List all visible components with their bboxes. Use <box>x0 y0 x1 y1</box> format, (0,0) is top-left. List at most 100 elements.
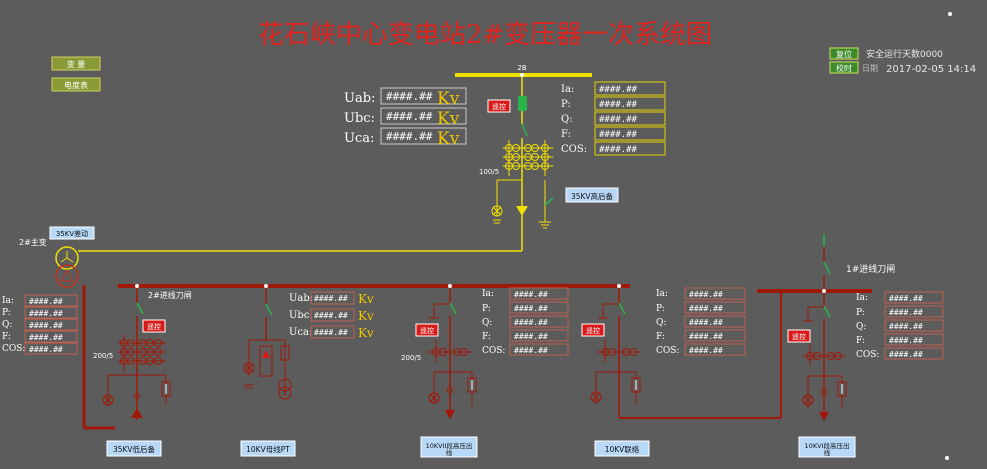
remote-control-button-vi[interactable]: 遥控 <box>787 329 811 343</box>
label-35kv-high-backup[interactable]: 35KV高后备 <box>565 187 619 203</box>
arrester-arrow-icon <box>131 408 143 418</box>
svg-text:F:: F: <box>561 129 571 140</box>
svg-text:Q:: Q: <box>856 322 866 332</box>
svg-text:10KV母线PT: 10KV母线PT <box>246 444 290 454</box>
svg-text:####.##: ####.## <box>889 308 923 317</box>
svg-text:Ia:: Ia: <box>656 289 668 299</box>
main-transformer-name: 2#主变 <box>19 237 47 247</box>
ct-cluster-vi <box>802 344 846 366</box>
label-35kv-differential[interactable]: 35KV差动 <box>49 226 95 240</box>
svg-text:####.##: ####.## <box>314 328 348 337</box>
breaker-2b[interactable] <box>518 96 527 111</box>
disconnect-pt[interactable] <box>265 303 273 316</box>
ubc-unit: Kv <box>437 109 460 129</box>
remote-control-button-low[interactable]: 遥控 <box>142 319 166 333</box>
knife-switch-1-label: 1#进线刀闸 <box>846 263 895 275</box>
svg-text:遥控: 遥控 <box>586 326 600 335</box>
bay-35kv-low-backup: 2#进线刀闸 200/5 遥控 35KV低后备 <box>93 284 192 457</box>
label-10kv-ii-feeder[interactable]: 10KVII段高压出 线 <box>420 436 478 458</box>
ct-ratio-low: 200/5 <box>93 352 113 360</box>
knife-switch-2-label: 2#进线刀闸 <box>148 290 192 300</box>
svg-text:####.##: ####.## <box>889 322 923 331</box>
svg-text:####.##: ####.## <box>314 311 348 320</box>
svg-text:####.##: ####.## <box>599 115 638 125</box>
ubc-value: ####.## <box>386 110 433 123</box>
safe-days-value: 0000 <box>920 50 943 60</box>
energy-meter-button-label: 电度表 <box>64 80 88 90</box>
svg-text:F:: F: <box>482 332 491 342</box>
remote-control-button-2b[interactable]: 遥控 <box>487 99 511 113</box>
svg-text:####.##: ####.## <box>599 100 638 110</box>
ubc-label: Ubc: <box>344 111 375 126</box>
label-10kv-tie[interactable]: 10KV联络 <box>594 440 650 457</box>
reset-button[interactable]: 复位 <box>829 47 859 60</box>
label-35kv-low-backup[interactable]: 35KV低后备 <box>106 440 162 457</box>
svg-text:####.##: ####.## <box>514 318 548 327</box>
uca-box <box>380 127 467 145</box>
readings-main-left: Ia: ####.## P: ####.## Q: ####.## F: ###… <box>2 294 78 355</box>
disconnect-tie[interactable] <box>618 302 626 315</box>
svg-text:####.##: ####.## <box>29 345 63 354</box>
svg-text:遥控: 遥控 <box>147 322 161 331</box>
ground-switch-2b[interactable] <box>544 197 554 206</box>
svg-text:####.##: ####.## <box>514 346 548 355</box>
disconnect-2b[interactable] <box>521 123 528 137</box>
page-title: 花石峡中心变电站2#变压器一次系统图 <box>258 20 712 50</box>
disconnect-2-incoming[interactable] <box>136 302 144 315</box>
ct-cluster-2b <box>503 140 553 176</box>
bay-10kv-bus-pt: Uab: ####.## Kv Ubc: ####.## Kv Uca: ###… <box>240 284 374 457</box>
ct-cluster-vii <box>428 340 472 362</box>
label-10kv-ii-feeder-text: 10KVII段高压出 <box>426 441 473 450</box>
disconnect-vi[interactable] <box>823 305 831 318</box>
pt-transformer-icon <box>278 378 292 392</box>
label-10kv-ii-feeder-text2: 线 <box>446 448 453 457</box>
svg-text:Ia:: Ia: <box>856 293 868 303</box>
date-label: 日期 <box>862 64 878 73</box>
svg-text:####.##: ####.## <box>689 290 723 299</box>
remote-control-button-vii[interactable]: 遥控 <box>415 323 439 337</box>
outgoing-arrow-icon <box>445 410 455 419</box>
uca-value: ####.## <box>386 130 433 143</box>
svg-text:####.##: ####.## <box>689 332 723 341</box>
variable-button[interactable]: 变 量 <box>51 56 101 71</box>
uca-label: Uca: <box>344 131 374 146</box>
label-10kv-i-feeder[interactable]: 10KVI段高压出 线 <box>798 436 856 458</box>
svg-text:####.##: ####.## <box>29 309 63 318</box>
svg-text:####.##: ####.## <box>314 294 348 303</box>
transformer-winding-delta-icon <box>55 264 79 288</box>
bay-10kv-i-feeder: 1#进线刀闸 遥控 Ia: ####.## P: ####.## Q: <box>787 234 944 458</box>
readings-vi: Ia: ####.## P: ####.## Q: ####.## F: ###… <box>856 291 944 360</box>
svg-text:Q:: Q: <box>2 320 12 330</box>
bay-2b: 2B 100/5 遥控 35KV高后备 <box>455 64 666 246</box>
svg-text:####.##: ####.## <box>29 297 63 306</box>
svg-text:P:: P: <box>856 308 865 318</box>
bay-10kv-tie: 遥控 Ia: ####.## P: ####.## Q: ####.## F: … <box>581 284 782 457</box>
arrester-arrow-icon <box>516 206 528 216</box>
svg-text:遥控: 遥控 <box>792 332 806 341</box>
svg-text:COS:: COS: <box>856 350 879 360</box>
svg-text:P:: P: <box>2 308 11 318</box>
label-10kv-i-feeder-text2: 线 <box>824 448 831 457</box>
svg-text:遥控: 遥控 <box>420 326 434 335</box>
calibrate-time-button[interactable]: 校时 <box>829 61 859 74</box>
energy-meter-button[interactable]: 电度表 <box>51 77 101 92</box>
remote-control-button-tie[interactable]: 遥控 <box>581 323 605 337</box>
svg-text:F:: F: <box>656 332 665 342</box>
main-transformer: 35KV差动 2#主变 <box>19 226 523 430</box>
datetime-value: 2017-02-05 14:14 <box>886 64 976 75</box>
svg-text:####.##: ####.## <box>599 130 638 140</box>
svg-text:####.##: ####.## <box>514 304 548 313</box>
svg-text:10KV联络: 10KV联络 <box>605 444 640 454</box>
svg-text:200/5: 200/5 <box>401 354 421 362</box>
bus-node <box>520 73 524 77</box>
label-35kv-differential-text: 35KV差动 <box>56 229 88 238</box>
svg-text:P:: P: <box>656 304 665 314</box>
svg-text:####.##: ####.## <box>599 85 638 95</box>
disconnect-1-incoming[interactable] <box>823 261 831 275</box>
svg-text:COS:: COS: <box>2 344 25 354</box>
svg-text:Kv: Kv <box>358 292 374 306</box>
outgoing-arrow-icon <box>819 412 829 421</box>
disconnect-vii[interactable] <box>449 302 457 315</box>
label-10kv-bus-pt[interactable]: 10KV母线PT <box>240 440 296 457</box>
